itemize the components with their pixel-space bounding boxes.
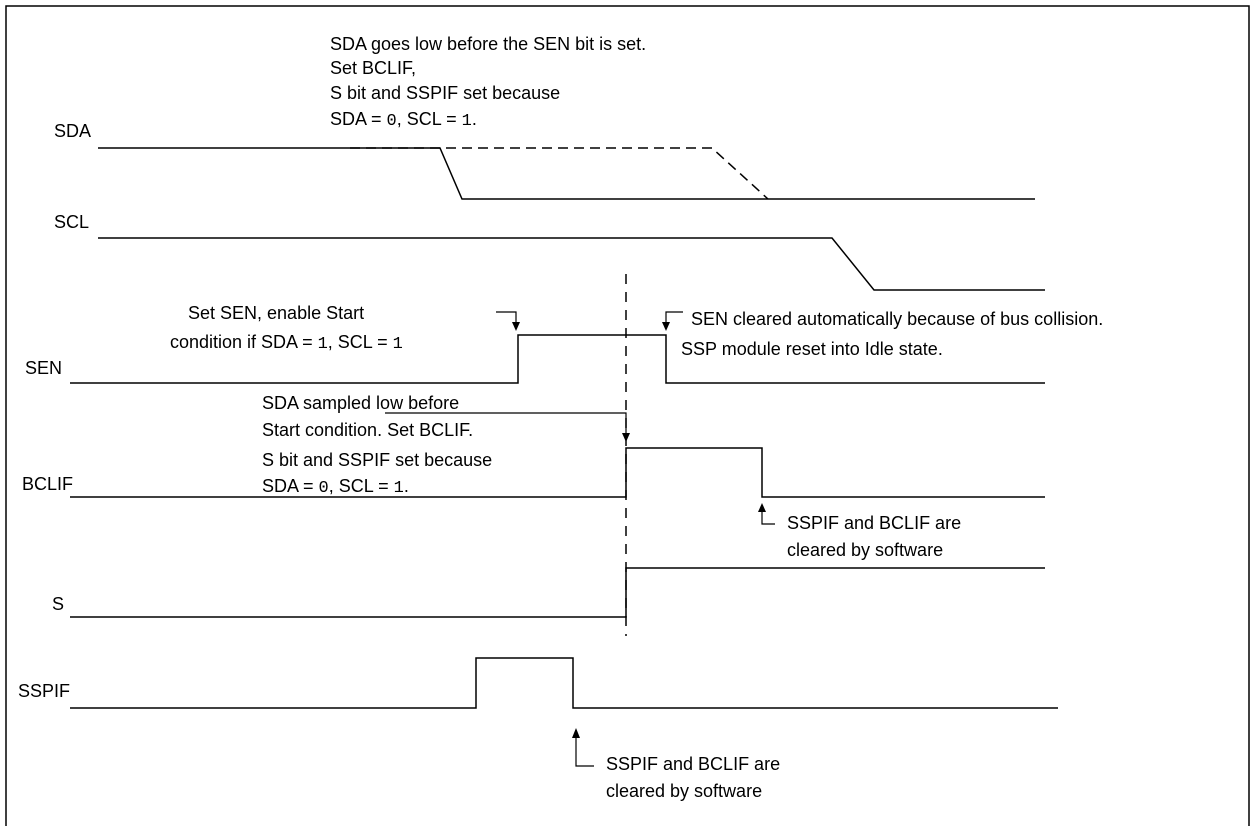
note-sen-cleared: SEN cleared automatically because of bus…: [681, 309, 1108, 359]
arrow-sda-sampled-icon: [622, 433, 630, 442]
label-sspif: SSPIF: [18, 681, 70, 701]
wave-sda-expected: [350, 147, 769, 200]
arrow-sen-cleared-icon: [662, 322, 670, 331]
arrow-set-sen-icon: [512, 322, 520, 331]
note-sda-low: SDA goes low before the SEN bit is set. …: [330, 34, 651, 131]
wave-sen: [70, 334, 1045, 384]
pointer-cleared-sw-2: [575, 738, 594, 767]
note-sda-sampled: SDA sampled low before Start condition. …: [262, 393, 497, 498]
wave-sda: [98, 147, 1035, 200]
wave-sspif: [70, 657, 1058, 709]
diagram-frame: [5, 5, 1250, 826]
label-sda: SDA: [54, 121, 91, 141]
label-bclif: BCLIF: [22, 474, 73, 494]
note-cleared-sw-2: SSPIF and BCLIF are cleared by software: [606, 754, 785, 801]
wave-scl: [98, 237, 1045, 291]
label-s: S: [52, 594, 64, 614]
pointer-sen-cleared: [665, 311, 683, 322]
wave-s: [70, 567, 1045, 618]
arrow-cleared-sw-2-icon: [572, 728, 580, 738]
arrow-cleared-sw-1-icon: [758, 503, 766, 512]
note-cleared-sw-1: SSPIF and BCLIF are cleared by software: [787, 513, 966, 560]
wave-bclif: [70, 447, 1045, 498]
label-scl: SCL: [54, 212, 89, 232]
label-sen: SEN: [25, 358, 62, 378]
pointer-sda-sampled: [385, 412, 627, 433]
pointer-set-sen: [496, 311, 517, 322]
note-set-sen: Set SEN, enable Start condition if SDA =…: [170, 303, 403, 354]
pointer-cleared-sw-1: [761, 512, 775, 525]
